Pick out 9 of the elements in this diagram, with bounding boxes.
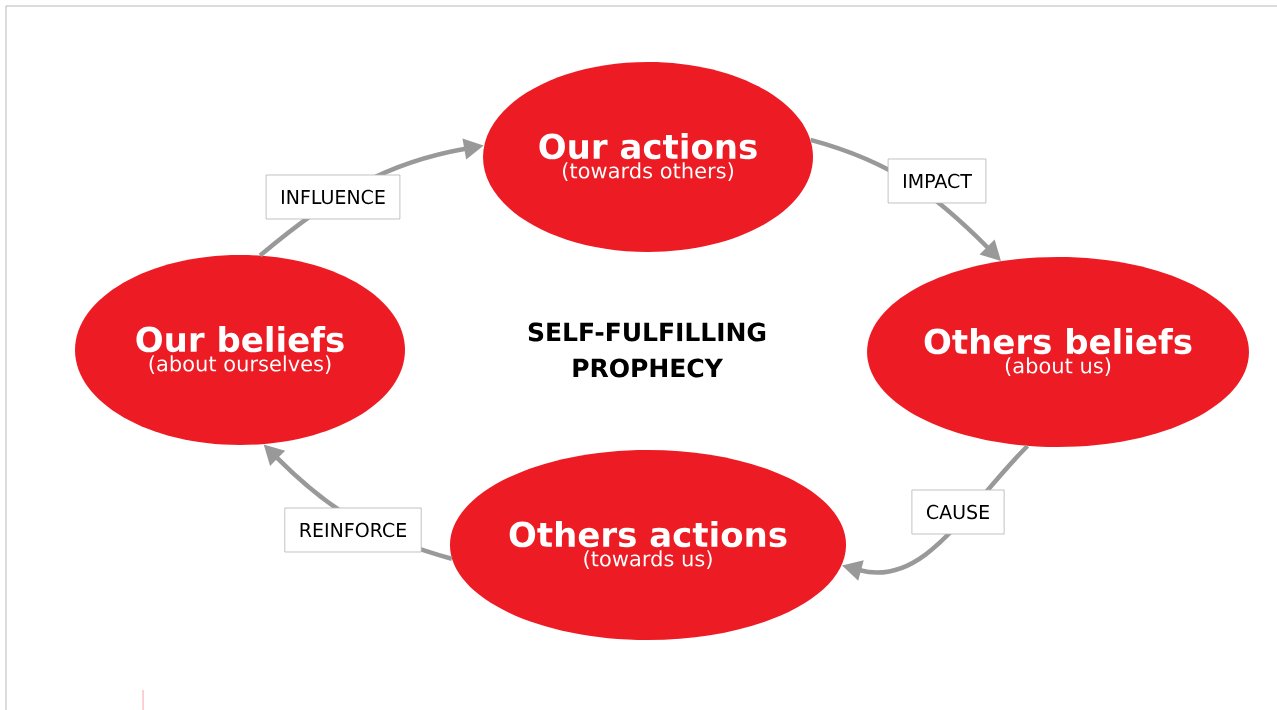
oval: Others actions (towards us)	[449, 450, 847, 640]
edge-label: INFLUENCE	[265, 174, 401, 220]
edge-label: IMPACT	[887, 158, 987, 204]
center-title: SELF-FULFILLING PROPHECY	[528, 322, 766, 378]
oval: Our actions (towards others)	[483, 62, 813, 252]
oval: Our beliefs (about ourselves)	[75, 255, 405, 445]
edge-label: REINFORCE	[284, 507, 422, 553]
edge-label: CAUSE	[911, 489, 1005, 535]
oval: Others beliefs (about us)	[867, 257, 1249, 447]
